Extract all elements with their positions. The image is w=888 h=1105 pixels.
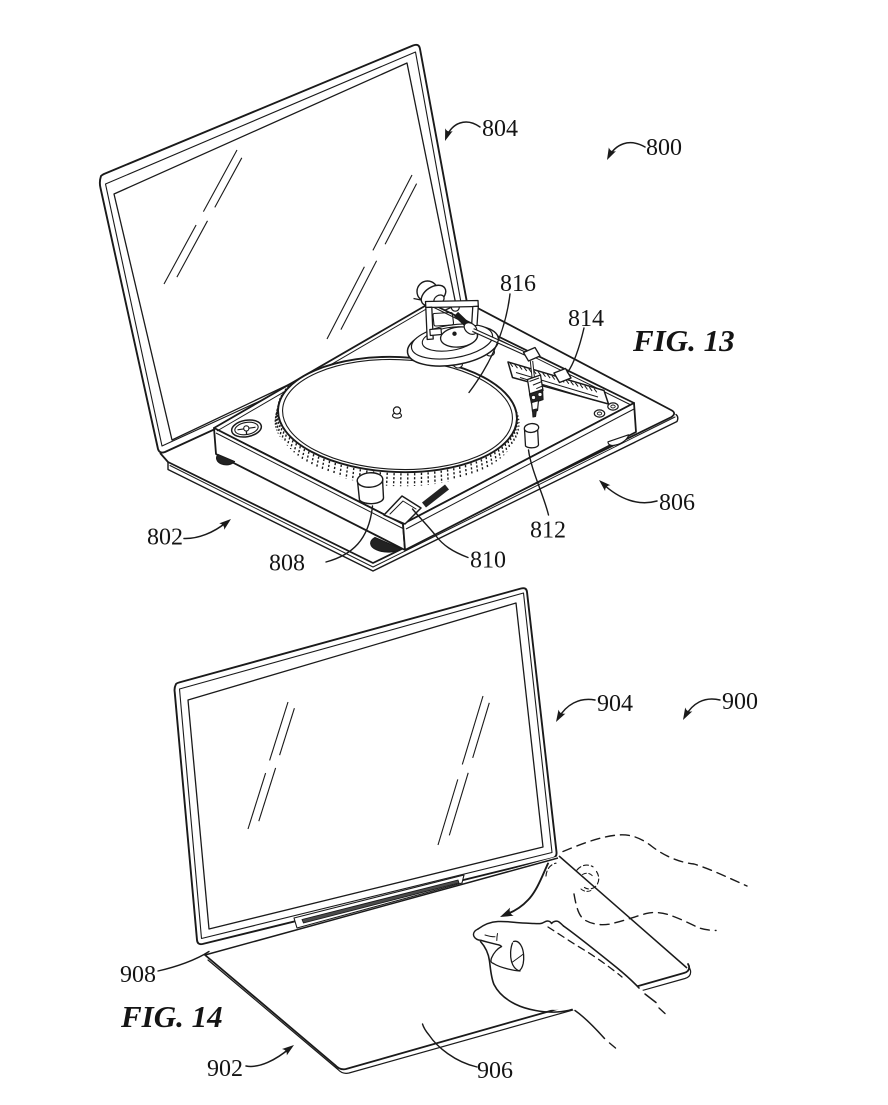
svg-text:802: 802 [147,525,183,551]
svg-text:FIG. 13: FIG. 13 [632,323,735,358]
svg-text:906: 906 [477,1058,513,1084]
svg-text:804: 804 [482,116,518,142]
svg-text:902: 902 [207,1056,243,1082]
svg-text:806: 806 [659,490,695,516]
svg-text:808: 808 [269,551,305,577]
svg-text:900: 900 [722,689,758,715]
svg-text:810: 810 [470,548,506,574]
svg-text:800: 800 [646,135,682,161]
svg-text:908: 908 [120,962,156,988]
svg-text:904: 904 [597,691,633,717]
svg-text:812: 812 [530,518,566,544]
svg-text:FIG. 14: FIG. 14 [120,999,223,1034]
svg-text:814: 814 [568,306,604,332]
svg-text:816: 816 [500,271,536,297]
